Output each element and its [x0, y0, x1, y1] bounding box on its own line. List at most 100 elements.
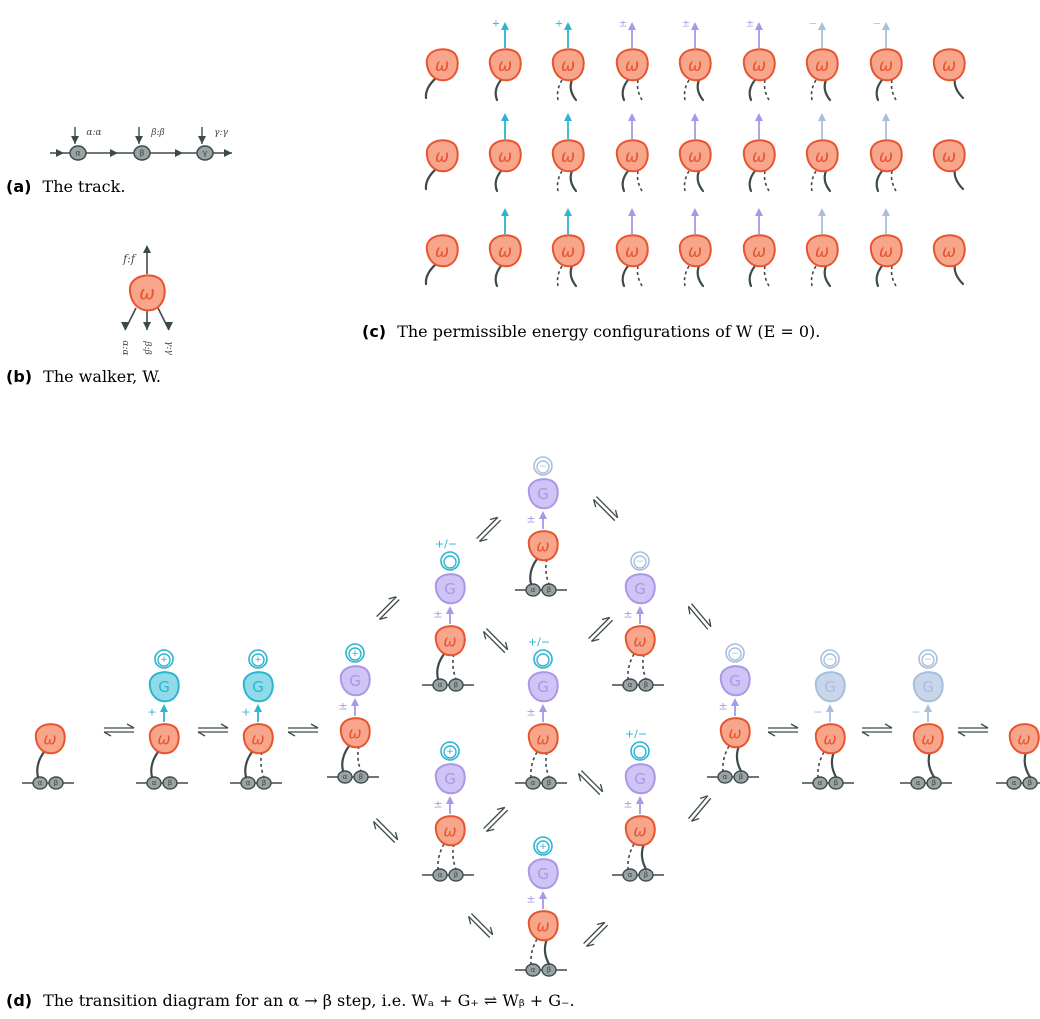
fuel-ring-inner [823, 653, 837, 667]
walker-body [615, 48, 649, 82]
config-walker: ω [742, 139, 776, 173]
fuel-ring-inner [921, 653, 935, 667]
walker-top-arrow [143, 245, 151, 253]
site-alpha [146, 776, 162, 790]
walker-omega-symbol: ω [942, 146, 956, 166]
leg-left-dashed [810, 265, 817, 287]
leg-to-beta [927, 750, 936, 779]
eq-backward-barb [592, 499, 597, 508]
fuel-charge-label: − [826, 655, 834, 665]
fuel-arm-arrow [755, 208, 763, 216]
config-walker: ω [488, 139, 522, 173]
walker-body [814, 723, 846, 755]
walker-body [805, 234, 839, 268]
fuel-bond-sign: − [813, 706, 822, 719]
site-alpha-label: α [818, 779, 823, 787]
fuel-g-symbol: G [729, 672, 741, 690]
site-beta-label: β [834, 779, 838, 787]
fuel-charge-pair: +/− [625, 728, 647, 741]
track-site-0 [69, 145, 87, 161]
config-walker: ω [805, 234, 839, 268]
fuel-arm-charge: + [492, 19, 500, 30]
config-walker: ω [742, 48, 776, 82]
walker-omega-symbol: ω [752, 55, 766, 75]
equilibrium-arrow-8 [588, 616, 614, 643]
fuel-arm-arrow [691, 208, 699, 216]
walker-body [434, 815, 466, 847]
walker-body [719, 717, 751, 749]
site-alpha-label: α [628, 871, 633, 879]
site-alpha-label: α [723, 773, 728, 781]
config-r0-c2: +ω [551, 19, 585, 102]
config-r2-c7: ω [869, 208, 903, 288]
walker-body [678, 139, 712, 173]
leg-to-alpha [436, 652, 446, 681]
walker-omega-symbol: ω [942, 55, 956, 75]
config-r2-c4: ω [678, 208, 712, 288]
fuel-bond-arrow [539, 511, 547, 519]
config-r2-c8: ω [932, 234, 966, 286]
state-walker: ω [434, 815, 466, 847]
walker-omega-symbol: ω [625, 146, 639, 166]
track-site-label-0: α [75, 149, 80, 158]
caption-b: (b) The walker, W. [6, 367, 161, 386]
fuel-bond-sign: ± [526, 706, 535, 719]
config-r2-c0: ω [424, 234, 459, 286]
site-alpha [32, 776, 48, 790]
eq-forward [691, 603, 712, 628]
fuel-g-symbol: G [634, 580, 646, 598]
fuel-bond-arrow [539, 704, 547, 712]
walker-omega-symbol: ω [823, 730, 836, 749]
state-walker: ω [912, 723, 944, 755]
fuel-molecule: G [434, 551, 466, 605]
site-alpha-label: α [531, 966, 536, 974]
walker-top-label: f:f [122, 253, 137, 266]
walker-body [932, 139, 966, 173]
site-beta-label: β [168, 779, 172, 787]
equilibrium-arrow-0 [103, 723, 135, 737]
leg-right-dashed [890, 265, 897, 287]
fuel-ring-outer [533, 836, 553, 856]
eq-forward [375, 818, 399, 841]
eq-backward-barb [379, 616, 388, 621]
fuel-arm-arrow [755, 113, 763, 121]
walker-body [425, 234, 459, 268]
fuel-bond-sign: + [147, 706, 156, 719]
eq-backward [378, 599, 400, 620]
fuel-body [527, 478, 559, 510]
fuel-charge-label: − [636, 557, 644, 567]
eq-forward-barb [496, 806, 505, 811]
leg-right [823, 78, 832, 102]
fuel-arm-arrow [818, 208, 826, 216]
fuel-arm-arrow [564, 22, 572, 30]
leg-left [424, 167, 438, 191]
track-receptor-arrow-0 [71, 136, 79, 144]
leg-right-dashed [763, 265, 770, 287]
site-alpha-label: α [531, 586, 536, 594]
site-beta-label: β [739, 773, 743, 781]
fuel-molecule: −G [719, 643, 751, 697]
leg-right [823, 169, 832, 193]
fuel-g-symbol: G [824, 678, 836, 696]
leg-to-alpha [36, 750, 46, 779]
config-r1-c7: ω [869, 113, 903, 193]
track-receptor-arrow-2 [198, 136, 206, 144]
leg-to-beta [735, 744, 743, 773]
fuel-charge-label: + [254, 655, 262, 665]
eq-backward-barb [591, 638, 600, 643]
eq-backward [691, 797, 712, 822]
state-walker: ω [242, 723, 274, 755]
walker-body [912, 723, 944, 755]
fuel-ring-outer [630, 551, 650, 571]
fuel-ring-outer [248, 649, 268, 669]
state-walker: ω [624, 625, 656, 657]
equilibrium-arrow-7 [483, 806, 509, 833]
walker-omega-symbol: ω [498, 241, 512, 261]
